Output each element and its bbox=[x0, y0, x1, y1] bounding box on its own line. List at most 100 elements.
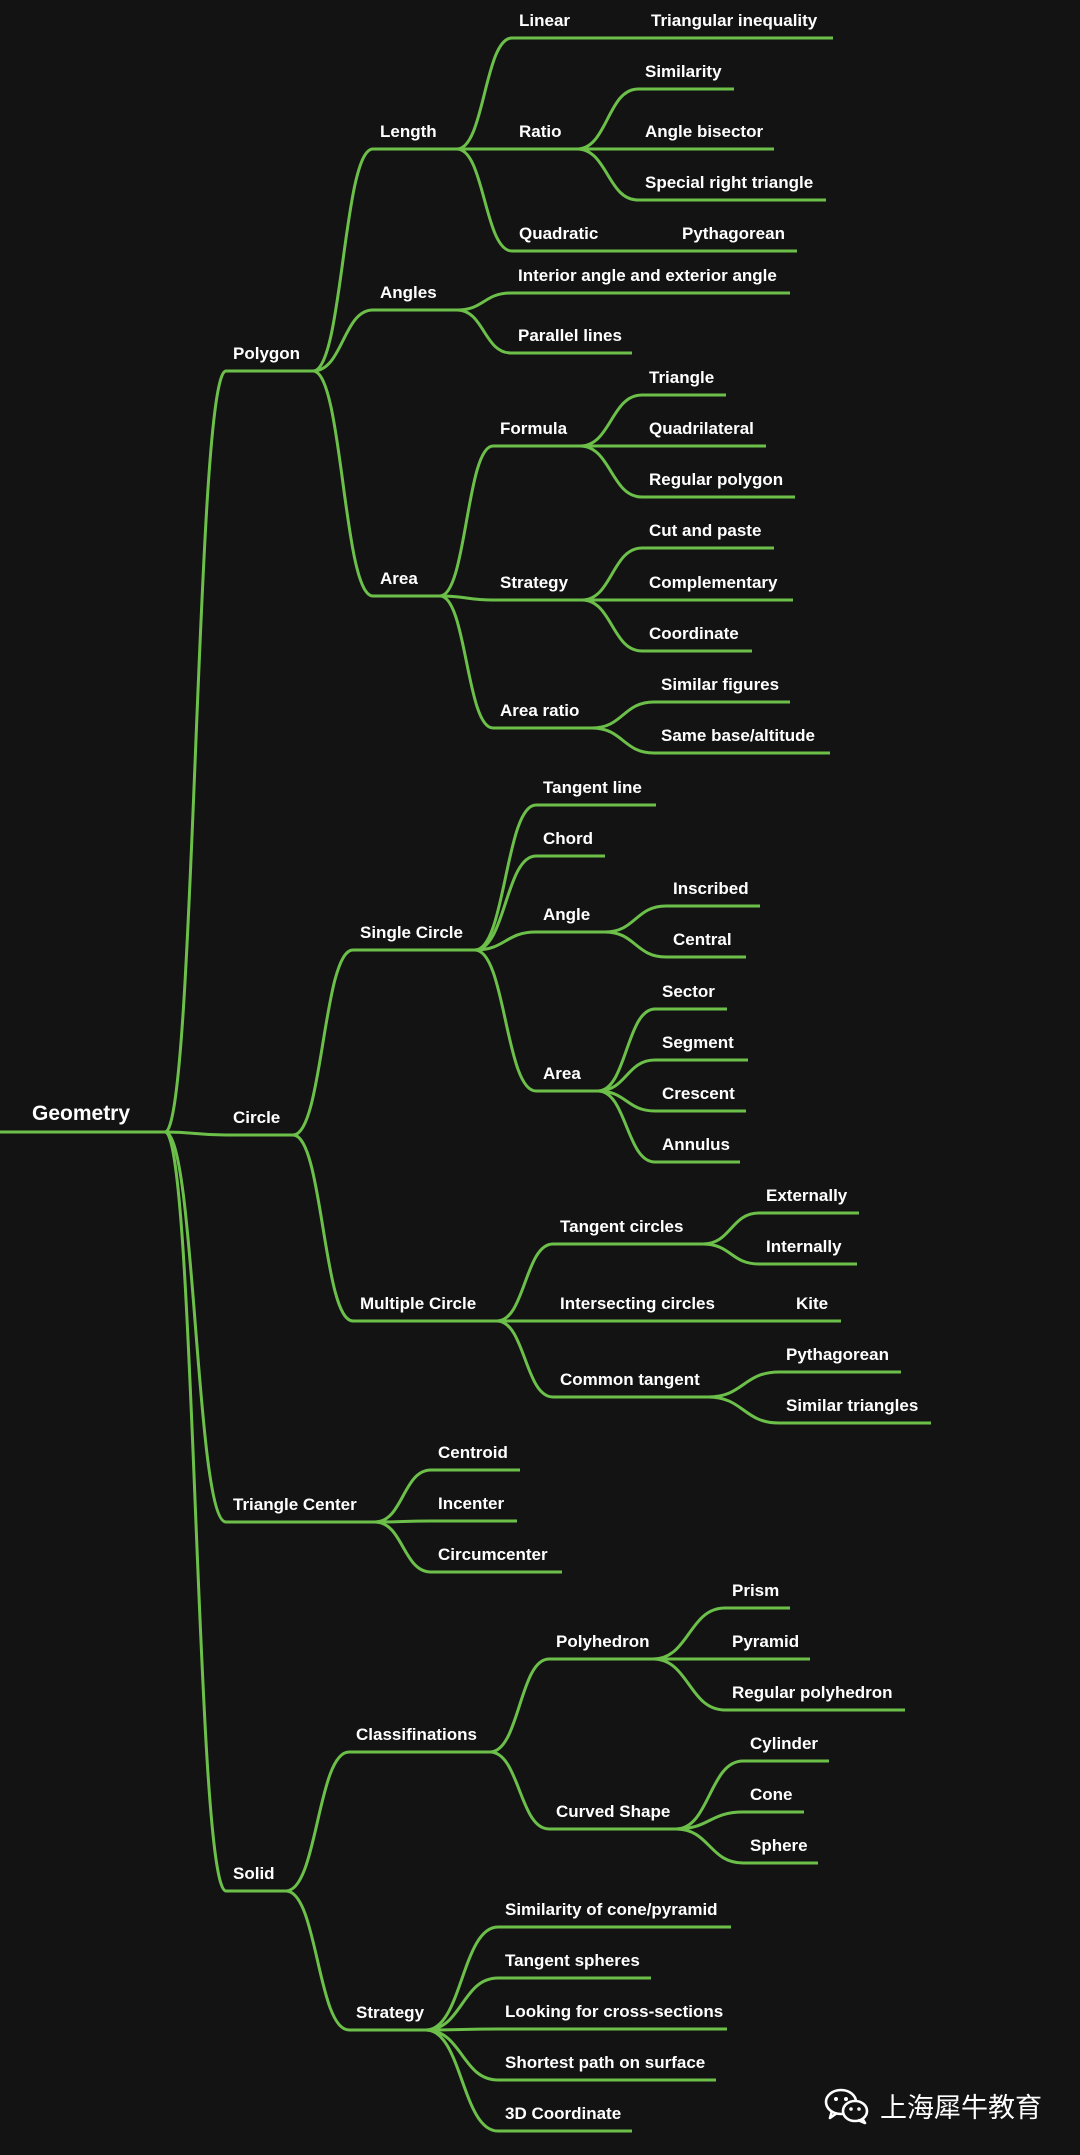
edge-similar-tris bbox=[707, 1395, 931, 1425]
node-tangent-circles: Tangent circles bbox=[560, 1217, 683, 1236]
edge-strategy2 bbox=[285, 1889, 426, 2032]
edge-centroid bbox=[374, 1468, 520, 1524]
edge-prism bbox=[652, 1606, 790, 1661]
node-centroid: Centroid bbox=[438, 1443, 508, 1462]
node-angle-bisector: Angle bisector bbox=[645, 122, 763, 141]
edge-circumcenter bbox=[374, 1520, 562, 1574]
node-chord: Chord bbox=[543, 829, 593, 848]
node-circle: Circle bbox=[233, 1108, 280, 1127]
node-reg-polygon: Regular polygon bbox=[649, 470, 783, 489]
node-same-base: Same base/altitude bbox=[661, 726, 815, 745]
node-single-circle: Single Circle bbox=[360, 923, 463, 942]
node-triangle: Triangle bbox=[649, 368, 714, 387]
edge-classif bbox=[285, 1750, 490, 1893]
edge-polyhedron bbox=[489, 1657, 653, 1754]
edge-shortest-path bbox=[425, 2028, 716, 2082]
edge-pythag2 bbox=[707, 1370, 901, 1399]
node-parallel: Parallel lines bbox=[518, 326, 622, 345]
node-prism: Prism bbox=[732, 1581, 779, 1600]
edge-reg-polygon bbox=[579, 444, 795, 499]
node-curved: Curved Shape bbox=[556, 1802, 670, 1821]
edge-formula bbox=[439, 444, 580, 598]
edge-solid bbox=[163, 1130, 286, 1893]
node-annulus: Annulus bbox=[662, 1135, 730, 1154]
edge-area1 bbox=[312, 369, 440, 598]
edge-segment bbox=[597, 1058, 748, 1093]
node-coord3d: 3D Coordinate bbox=[505, 2104, 621, 2123]
node-inscribed: Inscribed bbox=[673, 879, 749, 898]
wechat-icon bbox=[824, 2088, 869, 2124]
edge-area-ratio bbox=[439, 594, 592, 730]
edge-crescent bbox=[597, 1089, 746, 1113]
node-cylinder: Cylinder bbox=[750, 1734, 818, 1753]
edge-reg-polyhedron bbox=[652, 1657, 905, 1712]
edge-int-ext bbox=[456, 291, 790, 312]
edge-single-circle bbox=[292, 948, 475, 1137]
node-tangent-spheres: Tangent spheres bbox=[505, 1951, 640, 1970]
edge-sector bbox=[597, 1007, 727, 1093]
edge-similar-figs bbox=[591, 700, 790, 730]
edge-cone bbox=[675, 1810, 804, 1831]
node-formula: Formula bbox=[500, 419, 568, 438]
edge-tangent-line bbox=[474, 803, 656, 952]
edge-cut-paste bbox=[581, 546, 774, 602]
node-crescent: Crescent bbox=[662, 1084, 735, 1103]
node-cross-sections: Looking for cross-sections bbox=[505, 2002, 723, 2021]
node-area-ratio: Area ratio bbox=[500, 701, 579, 720]
edge-multi-circle bbox=[292, 1133, 497, 1323]
edge-similarity bbox=[576, 87, 734, 151]
edge-area2 bbox=[474, 948, 598, 1093]
edge-tangent-circles bbox=[496, 1242, 703, 1323]
node-common-tangent: Common tangent bbox=[560, 1370, 700, 1389]
node-reg-polyhedron: Regular polyhedron bbox=[732, 1683, 893, 1702]
node-similar-tris: Similar triangles bbox=[786, 1396, 918, 1415]
edge-tangent-spheres bbox=[425, 1976, 651, 2032]
edge-strategy1 bbox=[439, 594, 582, 602]
node-polyhedron: Polyhedron bbox=[556, 1632, 650, 1651]
node-intersecting: Intersecting circles bbox=[560, 1294, 715, 1313]
node-length: Length bbox=[380, 122, 437, 141]
node-externally: Externally bbox=[766, 1186, 848, 1205]
node-area2: Area bbox=[543, 1064, 581, 1083]
edge-internally bbox=[702, 1242, 857, 1266]
edge-circle bbox=[164, 1130, 293, 1137]
node-quadratic: Quadratic bbox=[519, 224, 598, 243]
node-segment: Segment bbox=[662, 1033, 734, 1052]
node-int-ext: Interior angle and exterior angle bbox=[518, 266, 777, 285]
watermark: 上海犀牛教育 bbox=[824, 2086, 1042, 2125]
node-tri-ineq: Triangular inequality bbox=[651, 11, 818, 30]
node-pythag2: Pythagorean bbox=[786, 1345, 889, 1364]
edge-cross-sections bbox=[425, 2027, 727, 2032]
node-coordinate: Coordinate bbox=[649, 624, 739, 643]
node-ratio: Ratio bbox=[519, 122, 562, 141]
node-sector: Sector bbox=[662, 982, 715, 1001]
node-angle: Angle bbox=[543, 905, 590, 924]
edge-coord3d bbox=[425, 2028, 632, 2133]
node-sim-cone: Similarity of cone/pyramid bbox=[505, 1900, 718, 1919]
node-angles: Angles bbox=[380, 283, 437, 302]
node-linear: Linear bbox=[519, 11, 570, 30]
node-similar-figs: Similar figures bbox=[661, 675, 779, 694]
edge-incenter bbox=[374, 1519, 517, 1524]
node-classif: Classifinations bbox=[356, 1725, 477, 1744]
node-pythag1: Pythagorean bbox=[682, 224, 785, 243]
root-node: Geometry bbox=[32, 1102, 130, 1125]
edge-angle bbox=[474, 930, 605, 952]
edge-annulus bbox=[597, 1089, 740, 1164]
node-central: Central bbox=[673, 930, 732, 949]
node-similarity: Similarity bbox=[645, 62, 722, 81]
node-circumcenter: Circumcenter bbox=[438, 1545, 548, 1564]
edge-angles bbox=[312, 308, 457, 373]
edge-externally bbox=[702, 1211, 859, 1246]
node-incenter: Incenter bbox=[438, 1494, 505, 1513]
edge-polygon bbox=[163, 369, 313, 1134]
edge-coordinate bbox=[581, 598, 752, 653]
edge-quadratic bbox=[456, 147, 612, 253]
node-area1: Area bbox=[380, 569, 418, 588]
edge-chord bbox=[474, 854, 605, 952]
node-tangent-line: Tangent line bbox=[543, 778, 642, 797]
node-strategy1: Strategy bbox=[500, 573, 569, 592]
mindmap-edges bbox=[0, 36, 931, 2133]
